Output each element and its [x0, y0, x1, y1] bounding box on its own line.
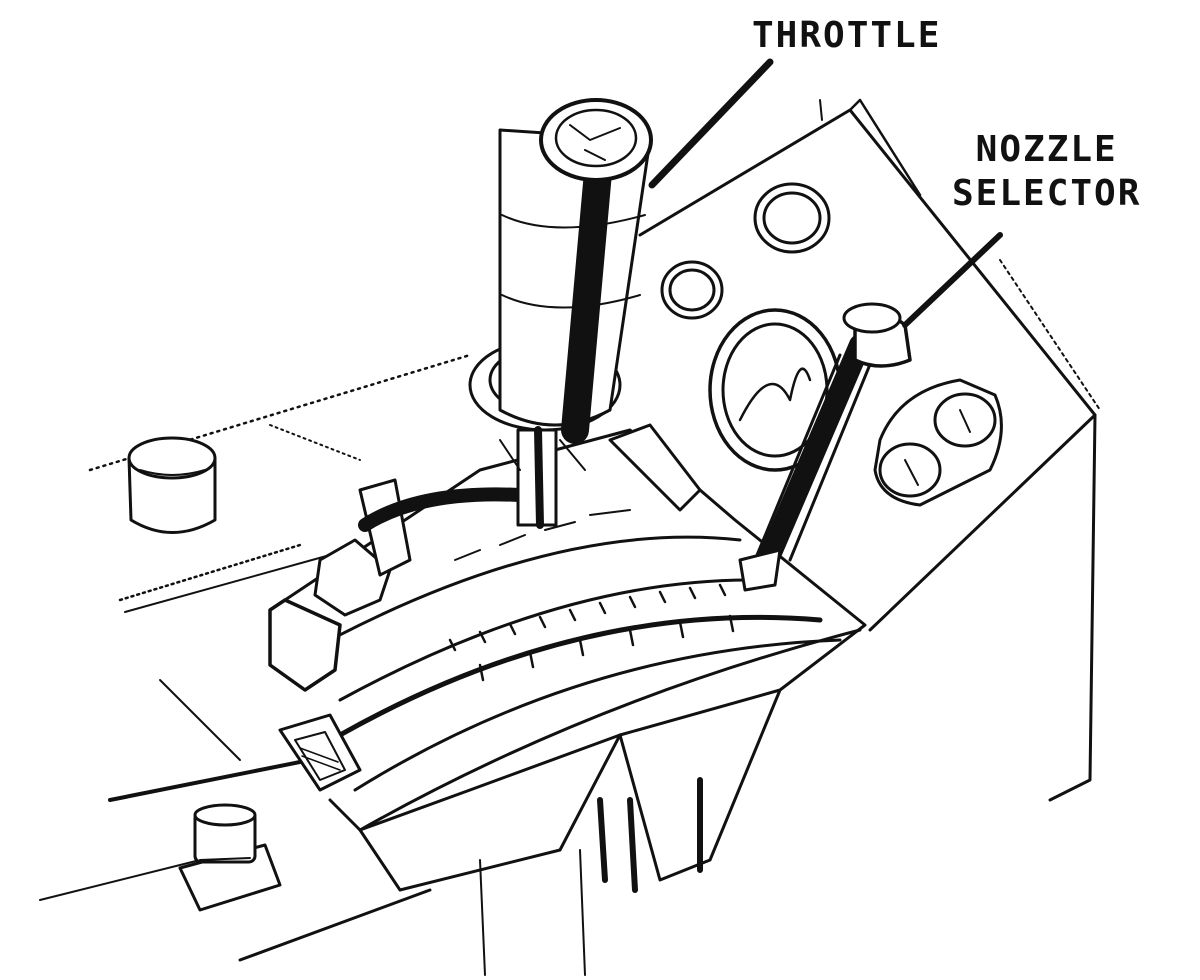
- throttle-detent-block: [268, 478, 527, 792]
- nozzle-selector-label: NOZZLE SELECTOR: [952, 128, 1141, 216]
- throttle-leader-line: [648, 58, 774, 189]
- console-knob-upper: [127, 436, 217, 534]
- nozzle-label-line2: SELECTOR: [952, 173, 1142, 214]
- nozzle-label-line1: NOZZLE: [975, 129, 1118, 170]
- right-instrument-panel: [638, 98, 1101, 802]
- throttle-label: THROTTLE: [752, 15, 942, 56]
- nozzle-leader-line: [902, 232, 1003, 328]
- left-console-panel: [39, 353, 472, 962]
- console-button-lower: [178, 803, 282, 912]
- nozzle-selector-lever: [738, 302, 912, 592]
- throttle-lever: [468, 98, 702, 529]
